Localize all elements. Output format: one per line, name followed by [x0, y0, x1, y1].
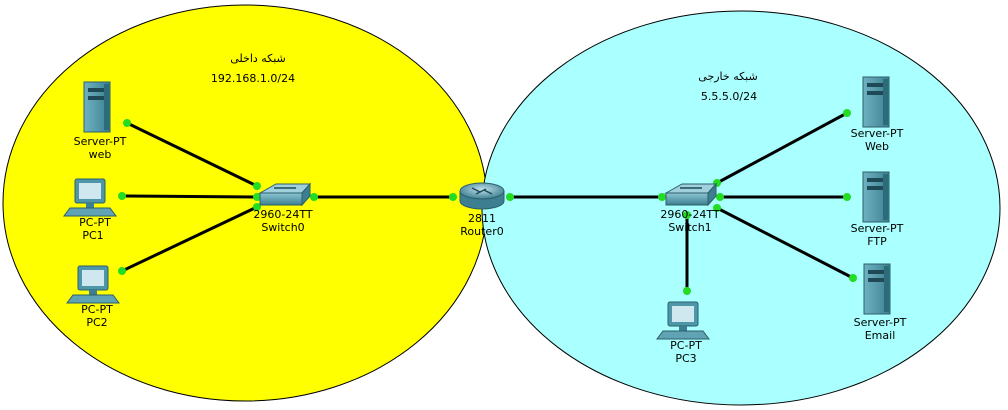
pc1-device[interactable]: PC-PT PC1 [63, 178, 117, 242]
external-network-title: شبکه خارجی [698, 70, 757, 83]
port-indicators [118, 109, 857, 295]
device-name-label: FTP [867, 235, 887, 248]
pc3-device[interactable]: PC-PT PC3 [656, 301, 710, 365]
link-switch1-web [716, 111, 848, 185]
device-name-label: PC2 [86, 316, 107, 329]
link-switch1-email [716, 206, 854, 280]
pc-icon [63, 178, 117, 217]
server-web-external[interactable]: Server-PT Web [851, 76, 904, 153]
server-email[interactable]: Server-PT Email [854, 263, 907, 342]
device-name-label: Web [865, 140, 889, 153]
server-web-internal[interactable]: Server-PT web [74, 81, 127, 161]
device-type-label: 2960-24TT [253, 208, 312, 221]
device-type-label: PC-PT [79, 216, 111, 229]
server-icon [862, 76, 890, 128]
device-name-label: PC3 [675, 352, 696, 365]
pc2-device[interactable]: PC-PT PC2 [66, 265, 120, 329]
link-pc2-switch0 [121, 205, 258, 273]
switch-icon [258, 182, 312, 207]
switch1-device[interactable]: 2960-24TT Switch1 [660, 182, 720, 234]
link-web-switch0 [126, 121, 258, 188]
device-name-label: PC1 [82, 229, 103, 242]
internal-network-title: شبکه داخلی [230, 52, 286, 65]
device-name-label: Switch1 [668, 221, 711, 234]
server-icon [862, 171, 890, 223]
device-type-label: 2960-24TT [660, 208, 719, 221]
external-network-subnet: 5.5.5.0/24 [701, 90, 757, 103]
device-name-label: web [89, 148, 112, 161]
device-name-label: Email [865, 329, 896, 342]
link-pc1-switch0 [121, 194, 258, 199]
pc-icon [66, 265, 120, 304]
device-type-label: Server-PT [74, 135, 127, 148]
router0-device[interactable]: 2811 Router0 [459, 182, 505, 238]
pc-icon [656, 301, 710, 340]
device-type-label: Server-PT [851, 222, 904, 235]
switch-icon [664, 182, 718, 207]
device-type-label: 2811 [468, 212, 496, 225]
links [121, 111, 854, 291]
device-name-label: Router0 [460, 225, 503, 238]
server-ftp[interactable]: Server-PT FTP [851, 171, 904, 248]
device-type-label: PC-PT [81, 303, 113, 316]
device-type-label: Server-PT [851, 127, 904, 140]
server-icon [83, 81, 111, 133]
server-icon [863, 263, 891, 315]
internal-network-subnet: 192.168.1.0/24 [211, 72, 295, 85]
switch0-device[interactable]: 2960-24TT Switch0 [253, 182, 313, 234]
router-icon [459, 182, 505, 210]
device-type-label: Server-PT [854, 316, 907, 329]
device-type-label: PC-PT [670, 339, 702, 352]
device-name-label: Switch0 [261, 221, 304, 234]
